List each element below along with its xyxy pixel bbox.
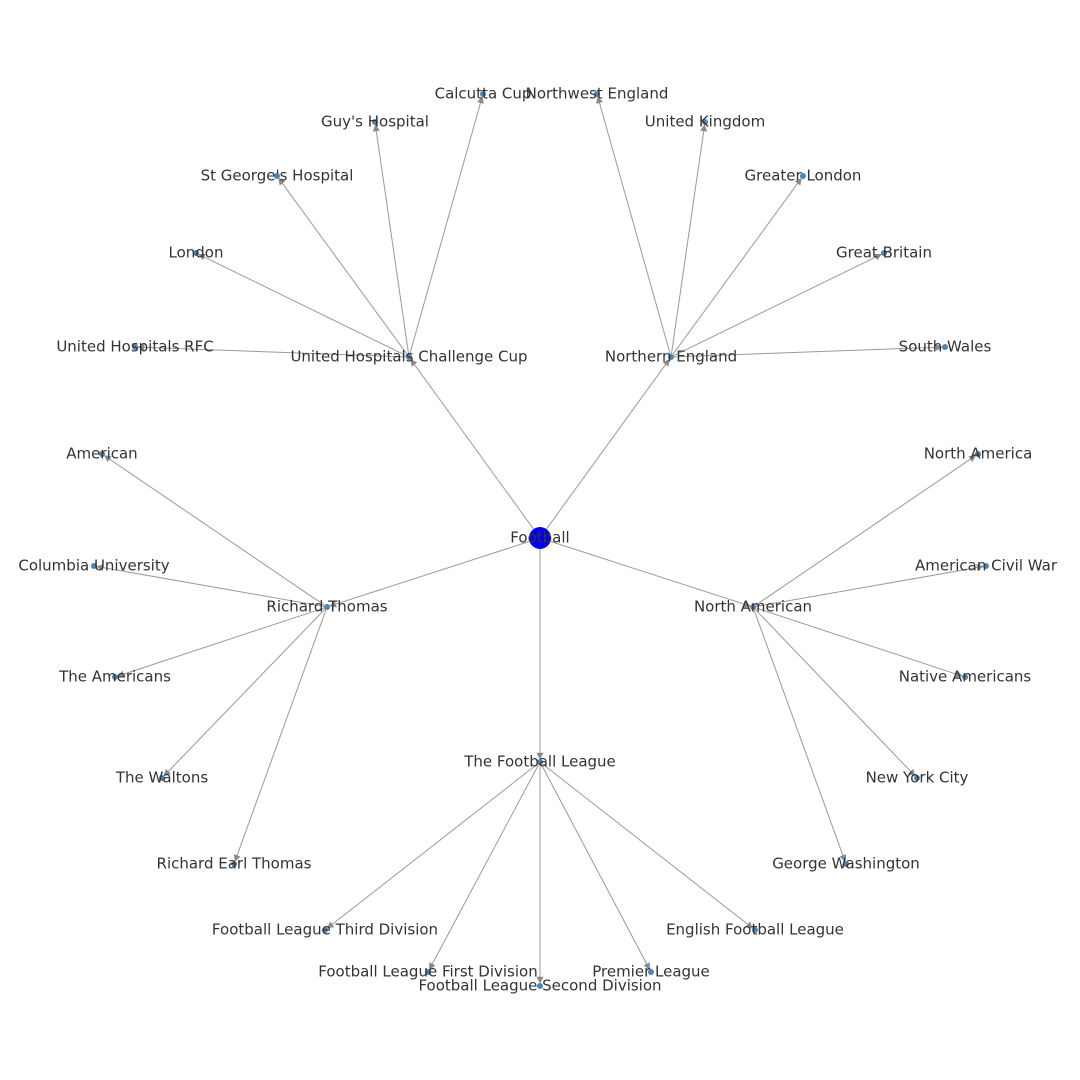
edge-richard-thomas-to-american [103, 455, 325, 606]
edge-uhcc-to-calcutta-cup [409, 96, 484, 355]
edge-the-football-league-to-english-football-league [542, 763, 754, 929]
node-northern-england [668, 354, 674, 360]
edge-northern-england-to-northwest-england [596, 96, 671, 355]
node-fl-second-division [537, 983, 543, 989]
node-north-american [750, 604, 756, 610]
node-richard-earl-thomas [231, 861, 237, 867]
edge-the-football-league-to-fl-third-division [326, 763, 538, 929]
node-guys-hospital [372, 119, 378, 125]
edge-north-american-to-new-york-city [754, 608, 916, 777]
node-label-columbia-university: Columbia University [18, 557, 169, 575]
node-label-the-waltons: The Waltons [115, 769, 208, 787]
node-label-english-football-league: English Football League [666, 921, 844, 939]
node-label-the-americans: The Americans [58, 668, 171, 686]
node-new-york-city [914, 775, 920, 781]
edges-layer [96, 96, 984, 984]
node-calcutta-cup [480, 91, 486, 97]
node-label-football: Football [510, 529, 569, 547]
edge-richard-thomas-to-the-americans [117, 607, 325, 678]
node-label-united-hospitals-rfc: United Hospitals RFC [56, 338, 213, 356]
node-fl-first-division [425, 969, 431, 975]
node-united-hospitals-rfc [132, 344, 138, 350]
node-label-uhcc: United Hospitals Challenge Cup [290, 348, 527, 366]
edge-football-to-north-american [550, 540, 751, 608]
node-the-americans [112, 674, 118, 680]
edge-north-american-to-american-civil-war [755, 564, 984, 607]
node-united-kingdom [702, 119, 708, 125]
node-great-britain [881, 250, 887, 256]
node-label-richard-thomas: Richard Thomas [266, 598, 387, 616]
node-label-northwest-england: Northwest England [526, 85, 669, 103]
node-columbia-university [91, 563, 97, 569]
node-label-north-american: North American [694, 598, 812, 616]
edge-uhcc-to-guys-hospital [372, 124, 410, 355]
node-label-native-americans: Native Americans [899, 668, 1032, 686]
node-northwest-england [594, 91, 600, 97]
edge-football-to-uhcc [410, 358, 534, 530]
node-label-new-york-city: New York City [866, 769, 969, 787]
edge-north-american-to-george-washington [753, 609, 847, 862]
node-south-wales [942, 344, 948, 350]
edge-richard-thomas-to-columbia-university [96, 564, 325, 607]
node-fl-third-division [322, 927, 328, 933]
edge-richard-thomas-to-the-waltons [163, 608, 326, 777]
node-label-american-civil-war: American Civil War [915, 557, 1058, 575]
edge-northern-england-to-great-britain [673, 253, 882, 357]
node-label-st-georges-hospital: St George's Hospital [201, 167, 354, 185]
edge-northern-england-to-greater-london [672, 177, 802, 355]
edge-richard-thomas-to-richard-earl-thomas [233, 609, 327, 862]
node-label-fl-third-division: Football League Third Division [212, 921, 438, 939]
node-label-the-football-league: The Football League [463, 753, 616, 771]
node-label-north-america: North America [924, 445, 1033, 463]
edge-north-american-to-north-america [755, 455, 977, 606]
node-north-america [975, 451, 981, 457]
node-st-georges-hospital [274, 173, 280, 179]
edge-uhcc-to-st-georges-hospital [278, 177, 408, 355]
edge-uhcc-to-united-hospitals-rfc [137, 343, 407, 358]
node-american-civil-war [983, 563, 989, 569]
node-london [193, 250, 199, 256]
node-label-fl-second-division: Football League Second Division [418, 977, 661, 995]
node-label-george-washington: George Washington [772, 855, 920, 873]
node-native-americans [962, 674, 968, 680]
node-label-northern-england: Northern England [605, 348, 737, 366]
edge-northern-england-to-south-wales [673, 343, 943, 358]
edge-uhcc-to-london [198, 253, 407, 357]
node-label-great-britain: Great Britain [836, 244, 932, 262]
node-uhcc [406, 354, 412, 360]
node-label-american: American [66, 445, 137, 463]
node-label-richard-earl-thomas: Richard Earl Thomas [157, 855, 312, 873]
node-richard-thomas [324, 604, 330, 610]
node-the-football-league [537, 759, 543, 765]
node-label-greater-london: Greater London [745, 167, 862, 185]
node-english-football-league [752, 927, 758, 933]
node-premier-league [648, 969, 654, 975]
node-label-united-kingdom: United Kingdom [645, 113, 765, 131]
node-label-premier-league: Premier League [592, 963, 710, 981]
nodes-layer [91, 91, 989, 989]
node-the-waltons [159, 775, 165, 781]
edge-football-to-richard-thomas [329, 540, 530, 608]
node-label-fl-first-division: Football League First Division [318, 963, 537, 981]
node-label-guys-hospital: Guy's Hospital [321, 113, 429, 131]
edge-north-american-to-native-americans [755, 607, 963, 678]
node-george-washington [843, 861, 849, 867]
edge-northern-england-to-united-kingdom [670, 124, 708, 355]
node-label-london: London [169, 244, 224, 262]
edge-the-football-league-to-premier-league [540, 764, 651, 970]
node-american [99, 451, 105, 457]
edge-football-to-northern-england [546, 358, 670, 530]
node-label-south-wales: South Wales [899, 338, 992, 356]
node-greater-london [800, 173, 806, 179]
node-football [529, 527, 551, 549]
edge-the-football-league-to-fl-first-division [428, 764, 540, 970]
node-label-calcutta-cup: Calcutta Cup [435, 85, 532, 103]
